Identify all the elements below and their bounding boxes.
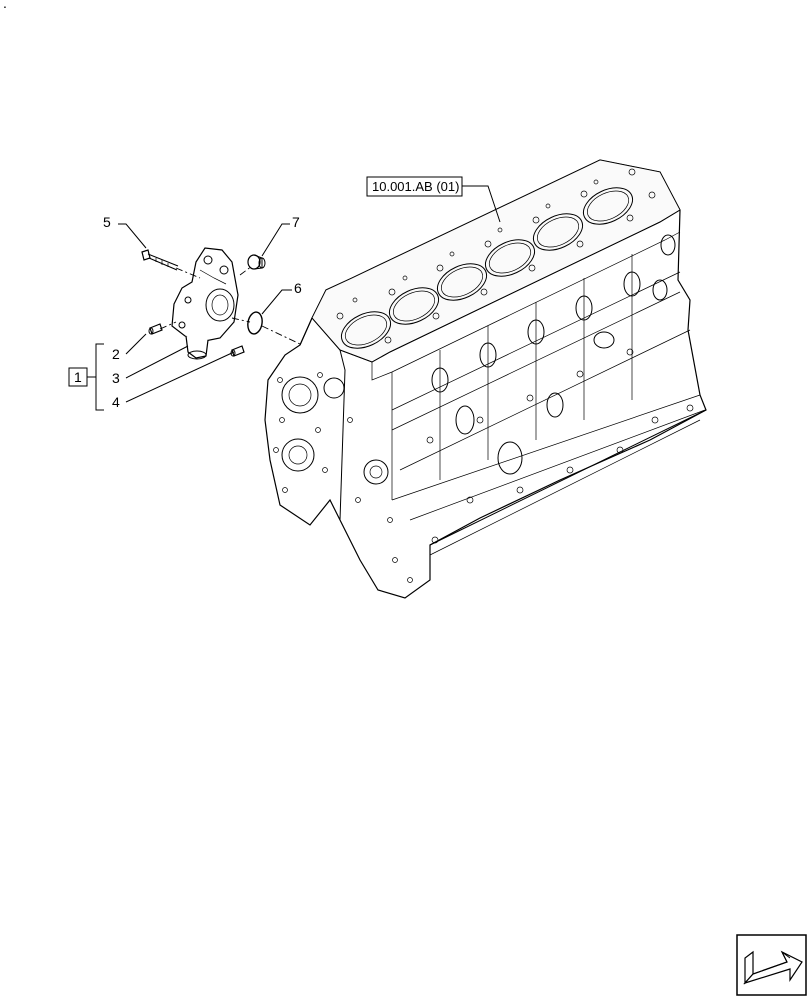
callout-5: 5 [103,214,111,230]
callout-1: 1 [74,369,82,385]
arrow-navigation-icon[interactable] [736,934,807,996]
callout-2: 2 [112,346,120,362]
cylinder-bores [340,187,634,349]
callout-6: 6 [294,280,302,296]
bolt-part [141,249,179,271]
callout-1-box [68,367,88,387]
dowel-pin-2 [148,323,163,335]
dowel-pin-4 [230,345,245,357]
deck-bolt-holes [336,168,656,344]
callout-leaders [87,185,501,411]
callout-7: 7 [292,214,300,230]
block-side-ribs [391,254,706,521]
callout-3: 3 [112,370,120,386]
reference-label[interactable]: 10.001.AB (01) [372,179,459,194]
pump-housing [171,247,239,360]
o-ring-part [247,311,263,335]
plug-part [247,254,266,270]
reference-box[interactable] [366,176,463,197]
assembly-lines [159,265,301,345]
callout-4: 4 [112,394,120,410]
engine-block [264,159,707,599]
corner-mark: . [3,0,7,11]
